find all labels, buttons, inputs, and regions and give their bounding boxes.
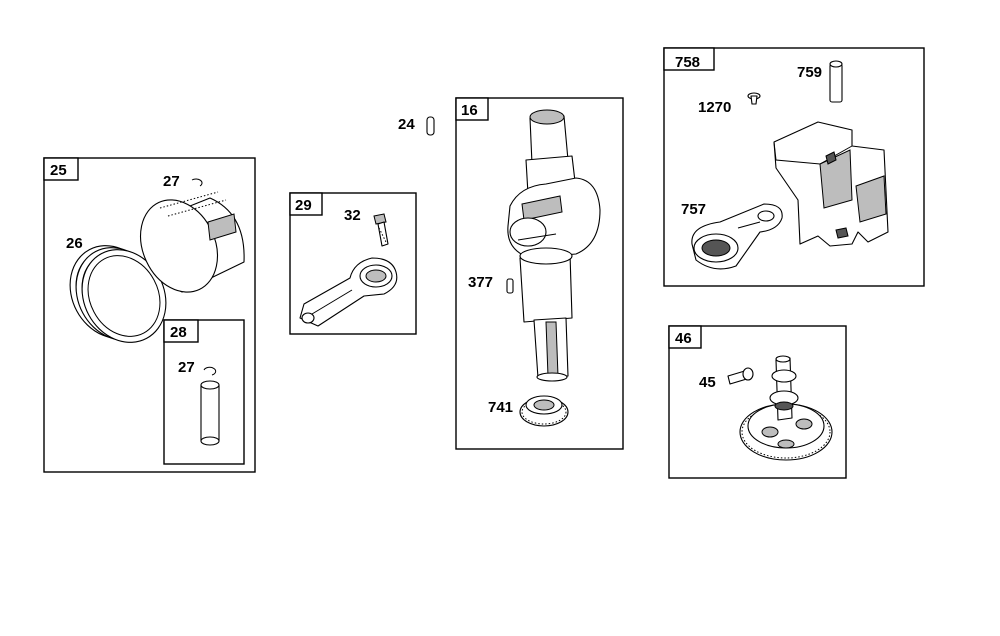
bracket-758[interactable] — [773, 121, 889, 247]
group-16-tag: 16 — [461, 102, 478, 119]
pin-45[interactable] — [727, 367, 754, 385]
callout-27-clip: 27 — [163, 173, 180, 190]
piston-rings[interactable] — [54, 231, 182, 357]
rod-bolt[interactable] — [373, 213, 389, 247]
group-28-tag: 28 — [170, 324, 187, 341]
group-46-camshaft[interactable]: 46 45 — [668, 325, 847, 479]
camshaft-gear[interactable] — [739, 355, 833, 461]
callout-759-pin: 759 — [797, 64, 822, 81]
group-16-frame — [455, 97, 624, 450]
screw-1270[interactable] — [747, 92, 761, 105]
group-29-frame — [289, 192, 417, 335]
group-25-tag: 25 — [50, 162, 67, 179]
group-758-assembly[interactable]: 758 759 1270 757 — [663, 47, 925, 287]
group-28-piston-pin[interactable]: 28 27 — [163, 319, 245, 465]
group-28-tag-box — [163, 319, 199, 343]
callout-32-bolt: 32 — [344, 207, 361, 224]
piston-pin[interactable] — [200, 380, 220, 446]
group-29-tag-box — [289, 192, 323, 216]
callout-26-rings: 26 — [66, 235, 83, 252]
group-46-tag-box — [668, 325, 702, 349]
callout-1270-screw: 1270 — [698, 99, 731, 116]
timing-gear-741[interactable] — [519, 395, 569, 427]
pin-759[interactable] — [829, 60, 843, 103]
follower-arm-757[interactable] — [691, 203, 783, 270]
group-25-frame — [43, 157, 256, 473]
retaining-clip-27[interactable] — [191, 178, 203, 187]
group-16-crankshaft[interactable]: 16 377 741 — [455, 97, 624, 450]
woodruff-key-377[interactable] — [506, 278, 514, 294]
crankshaft[interactable] — [507, 109, 601, 382]
connecting-rod[interactable] — [299, 257, 398, 327]
callout-757-follower: 757 — [681, 201, 706, 218]
crankshaft-key-24[interactable] — [426, 116, 435, 136]
callout-377-key: 377 — [468, 274, 493, 291]
piston[interactable] — [126, 187, 245, 304]
group-758-tag: 758 — [675, 54, 700, 71]
callout-24-key: 24 — [398, 116, 415, 133]
callout-741-gear: 741 — [488, 399, 513, 416]
group-16-tag-box — [455, 97, 489, 121]
group-758-frame — [663, 47, 925, 287]
group-46-tag: 46 — [675, 330, 692, 347]
callout-45-pin: 45 — [699, 374, 716, 391]
group-25-piston-assembly[interactable]: 25 27 26 — [43, 157, 256, 473]
group-29-connecting-rod[interactable]: 29 32 — [289, 192, 417, 335]
group-46-frame — [668, 325, 847, 479]
group-29-tag: 29 — [295, 197, 312, 214]
group-758-tag-box — [663, 47, 715, 71]
pin-clip-icon — [203, 366, 217, 376]
group-28-frame — [163, 319, 245, 465]
group-25-tag-box — [43, 157, 79, 181]
callout-27-pin-clip: 27 — [178, 359, 195, 376]
